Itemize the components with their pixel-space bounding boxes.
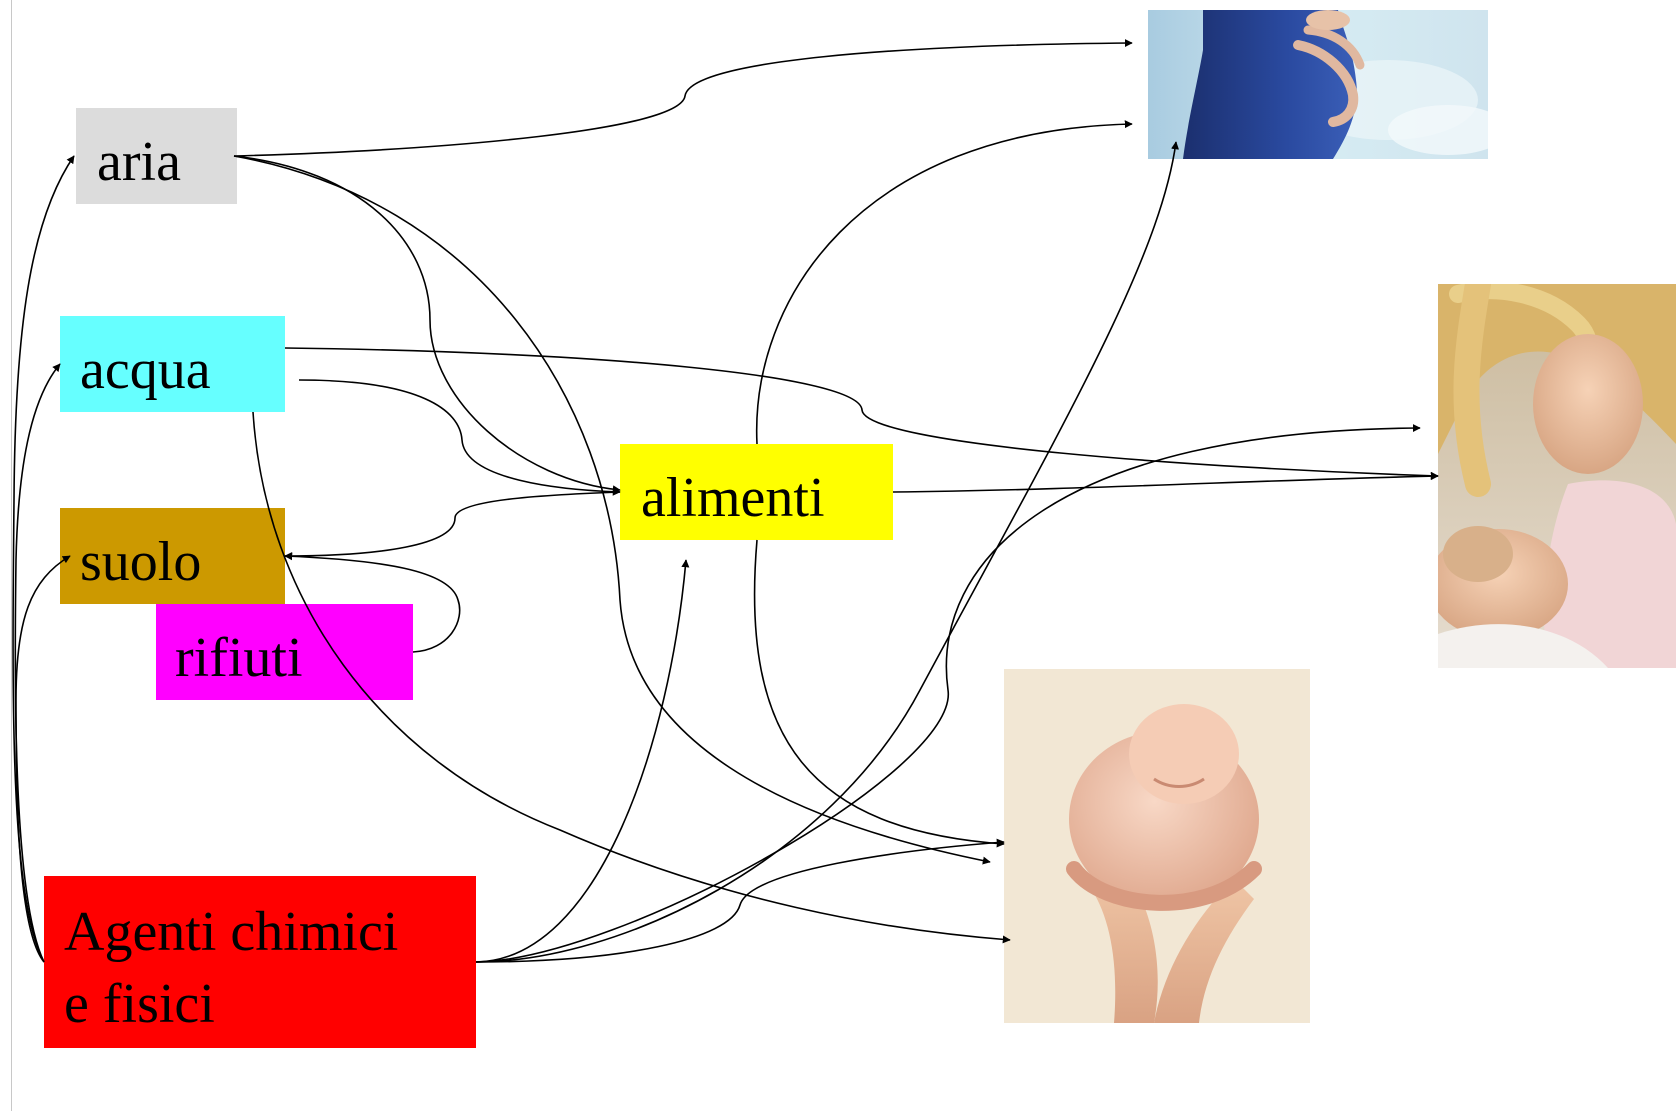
arrow-agenti-to-pregnant [475,141,1179,963]
arrow-alimenti-to-suolo [284,491,621,560]
arrow-alimenti-to-pregnant [755,120,1133,445]
node-agenti: Agenti chimici e fisici [44,876,476,1048]
newborn-baby-image [1004,669,1310,1023]
arrow-acqua-to-newborn [252,411,1011,944]
label-acqua: acqua [80,339,211,401]
label-suolo: suolo [80,531,202,593]
node-suolo: suolo [60,508,285,604]
arrow-agenti-to-breastfeeding [475,424,1421,963]
arrow-alimenti-to-breastfeeding [892,472,1439,493]
label-agenti-line1: Agenti chimici [64,901,399,963]
arrow-aria-to-pregnant [233,39,1133,157]
arrow-agenti-to-alimenti [475,559,690,963]
arrow-agenti-to-acqua [14,363,61,963]
arrow-rifiuti-to-suolo [284,552,461,653]
breastfeeding-mother-image [1438,284,1676,668]
arrow-aria-to-alimenti [233,155,621,494]
arrow-acqua-to-breastfeeding [284,347,1439,480]
breastfeeding-illustration [1438,284,1676,668]
slide-edge-line [11,0,12,1111]
node-acqua: acqua [60,316,285,412]
label-alimenti: alimenti [641,467,825,529]
label-aria: aria [97,131,181,193]
arrow-alimenti-to-newborn [753,539,1005,848]
arrow-agenti-to-suolo [15,555,71,963]
arrow-agenti-to-newborn [475,838,1005,963]
label-rifiuti: rifiuti [175,627,303,689]
arrow-aria-to-newborn [233,155,991,865]
node-rifiuti: rifiuti [156,604,413,700]
node-alimenti: alimenti [620,444,893,540]
newborn-illustration [1004,669,1310,1023]
node-aria: aria [76,108,237,204]
pregnant-woman-illustration [1148,10,1488,159]
pregnant-woman-image [1148,10,1488,159]
label-agenti-line2: e fisici [64,973,215,1035]
arrow-acqua-to-alimenti [298,379,621,496]
